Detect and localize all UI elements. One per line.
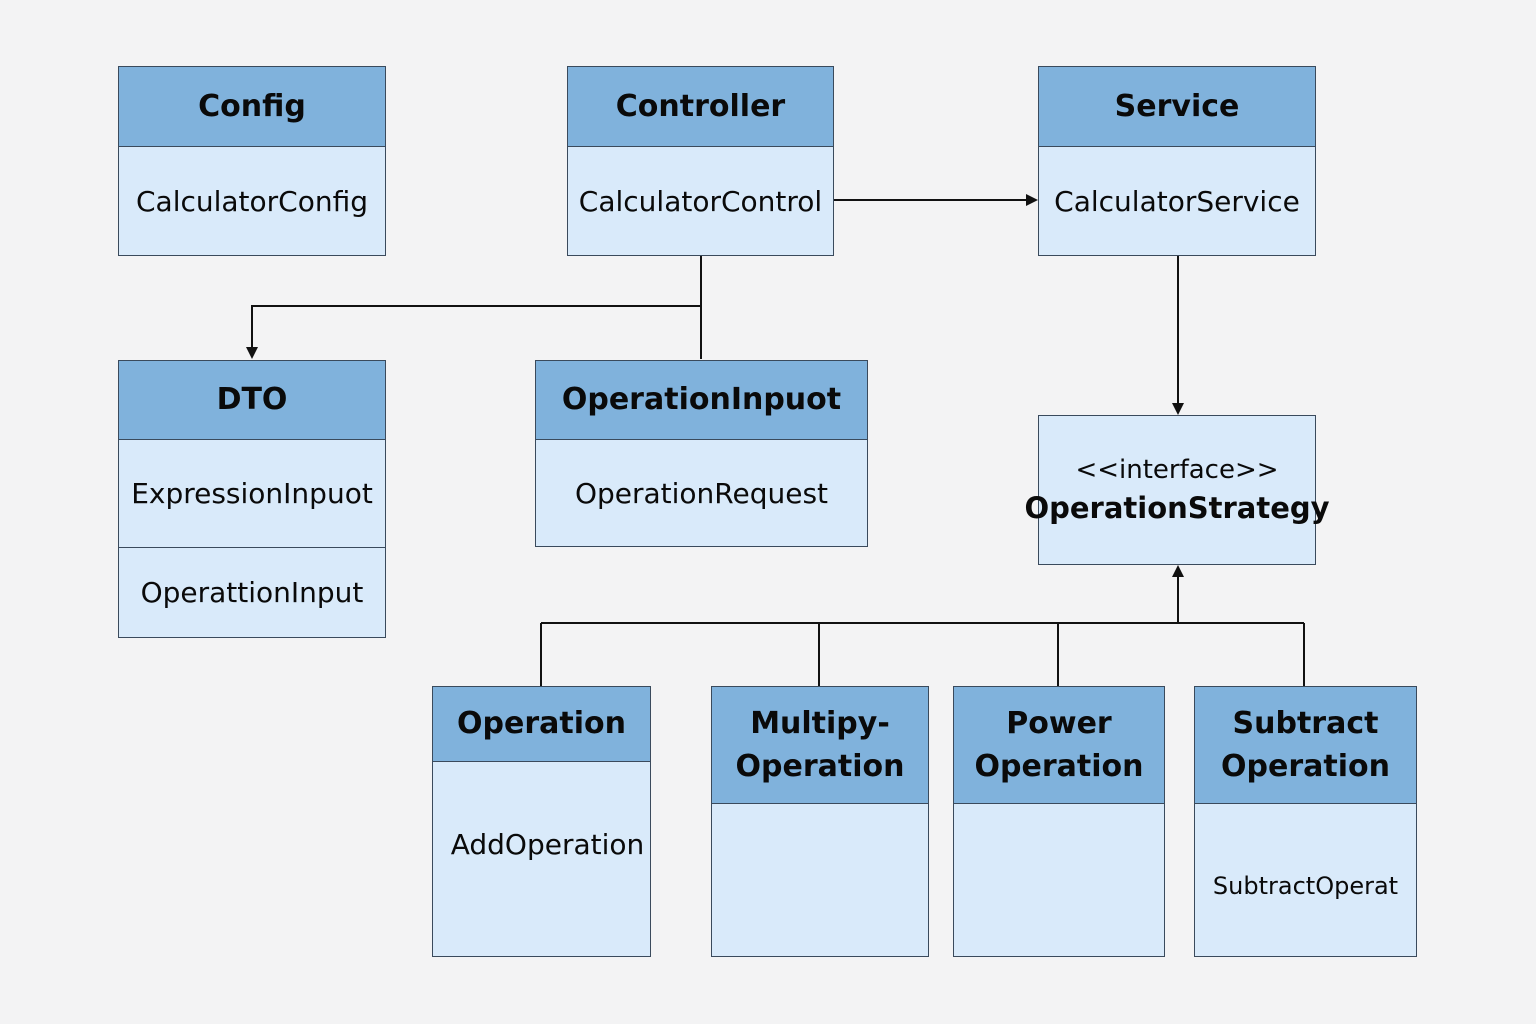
multiply-title-line-2: Operation (735, 749, 905, 784)
subtract-package: Subtract Operation SubtractOperat (1194, 686, 1417, 957)
multiply-body (712, 804, 928, 956)
operation-input-class: OperattionInput (119, 547, 385, 637)
subtract-title-line-1: Subtract (1232, 705, 1379, 741)
expression-input-class: ExpressionInpuot (131, 477, 373, 510)
power-body (954, 804, 1164, 956)
dto-package: DTO ExpressionInpuot OperattionInput (118, 360, 386, 638)
operation-title: Operation (433, 687, 650, 762)
dto-title: DTO (119, 361, 385, 440)
calculator-control-class: CalculatorControl (578, 184, 823, 218)
power-title-line-1: Power (1006, 705, 1112, 741)
subtract-title: Subtract Operation (1195, 687, 1416, 804)
config-title: Config (119, 67, 385, 147)
service-package: Service CalculatorService (1038, 66, 1316, 256)
add-operation-class: AddOperation (450, 827, 645, 861)
power-title-line-2: Operation (974, 749, 1144, 784)
operation-input-package: OperationInpuot OperationRequest (535, 360, 868, 547)
operation-input-title: OperationInpuot (536, 361, 867, 440)
subtract-operation-class: SubtractOperat (1212, 872, 1399, 900)
operation-strategy-interface: <<interface>> OperationStrategy (1024, 415, 1330, 565)
calculator-service-class: CalculatorService (1054, 184, 1300, 218)
operation-request-class: OperationRequest (574, 476, 829, 510)
calculator-config-class: CalculatorConfig (135, 184, 369, 218)
service-title: Service (1039, 67, 1315, 147)
multiply-title-line-1: Multipy- (750, 705, 890, 741)
interface-stereotype: <<interface>> (1075, 455, 1279, 485)
controller-title: Controller (568, 67, 833, 147)
interface-name: OperationStrategy (1024, 491, 1330, 525)
config-package: Config CalculatorConfig (118, 66, 386, 256)
operation-package: Operation AddOperation (432, 686, 651, 957)
multiply-title: Multipy- Operation (712, 687, 928, 804)
controller-package: Controller CalculatorControl (567, 66, 834, 256)
power-title: Power Operation (954, 687, 1164, 804)
subtract-title-line-2: Operation (1221, 749, 1390, 784)
power-package: Power Operation (953, 686, 1165, 957)
controller-to-dto-arrow (246, 305, 701, 359)
multiply-package: Multipy- Operation (711, 686, 929, 957)
